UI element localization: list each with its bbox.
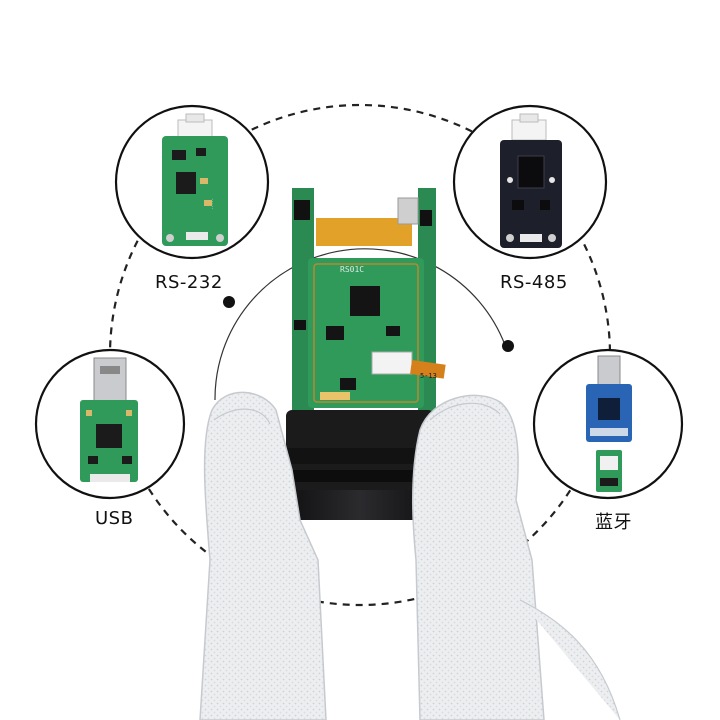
rs232-board-icon: ····· [114,104,270,260]
svg-text:·····: ····· [210,198,215,210]
ring-dot-right [502,340,514,352]
rs485-label: RS-485 [500,272,568,293]
flex-silkscreen-label: 5-13 [420,372,437,380]
rs485-board-icon [452,104,608,260]
ring-dot-left [223,296,235,308]
rs232-label: RS-232 [155,272,223,293]
bluetooth-label: 蓝牙 [595,512,632,533]
rangefinder-module: RS01C 5-13 [278,188,446,520]
gloved-left-hand [199,391,327,720]
inner-ring-arc [214,248,506,401]
gloved-right-hand [412,394,621,720]
usb-label: USB [95,508,134,529]
usb-board-icon [34,348,186,500]
bluetooth-board-icon [532,348,684,500]
pcb-silkscreen-label: RS01C [340,265,364,274]
